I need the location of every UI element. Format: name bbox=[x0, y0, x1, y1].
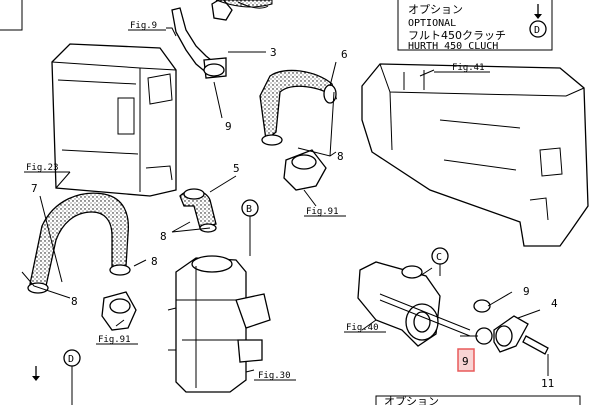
part-8-upper-label: 8 bbox=[337, 150, 344, 163]
hose-7 bbox=[27, 192, 137, 331]
engine-block bbox=[51, 43, 177, 197]
fig30-ref: Fig.30 bbox=[258, 371, 291, 381]
clutch-jp-label: フルト450クラッチ bbox=[408, 29, 506, 42]
fig9-ref: Fig.9 bbox=[130, 21, 157, 31]
circle-labels: B C D D bbox=[63, 20, 547, 405]
option-box: オプション OPTIONAL フルト450クラッチ HURTH 450 CLUC… bbox=[397, 0, 553, 52]
part-6-label: 6 bbox=[341, 48, 348, 61]
fig40-ref: Fig.40 bbox=[346, 323, 379, 333]
fig91-top-ref: Fig.91 bbox=[306, 207, 339, 217]
option-en-label: OPTIONAL bbox=[408, 18, 456, 29]
part-5-label: 5 bbox=[233, 162, 240, 175]
figure-references: Fig.9 Fig.41 Fig.23 Fig.91 Fig.91 Fig.40… bbox=[24, 21, 490, 381]
clutch-en-label: HURTH 450 CLUCH bbox=[408, 41, 498, 52]
part-3-label: 3 bbox=[270, 46, 277, 59]
fig23-ref: Fig.23 bbox=[26, 163, 59, 173]
part-8-left-label: 8 bbox=[71, 295, 78, 308]
hose-6 bbox=[259, 69, 338, 191]
fig91-bottom-ref: Fig.91 bbox=[98, 335, 131, 345]
option-box-bottom: オプション bbox=[375, 395, 581, 405]
option-bottom-label: オプション bbox=[384, 395, 439, 405]
part-9-highlight-label: 9 bbox=[462, 355, 469, 368]
part-8-mid-label: 8 bbox=[160, 230, 167, 243]
option-jp-label: オプション bbox=[408, 3, 463, 16]
leader-lines bbox=[21, 27, 549, 376]
fig41-ref: Fig.41 bbox=[452, 63, 485, 73]
part-numbers: 3 6 9 8 5 8 7 8 8 9 4 9 11 bbox=[31, 46, 558, 390]
part-7-label: 7 bbox=[31, 182, 38, 195]
circle-b-label: B bbox=[246, 204, 252, 215]
hose-5 bbox=[179, 188, 217, 233]
top-hose bbox=[171, 0, 273, 79]
frame-corner bbox=[0, 0, 23, 31]
heat-exchanger bbox=[167, 255, 271, 393]
part-11-label: 11 bbox=[541, 377, 554, 390]
circle-d-bottom-label: D bbox=[68, 354, 74, 365]
highlight-box bbox=[457, 348, 475, 372]
part-9-right-label: 9 bbox=[523, 285, 530, 298]
part-4-label: 4 bbox=[551, 297, 558, 310]
part-9-top-label: 9 bbox=[225, 120, 232, 133]
exhaust-elbow bbox=[357, 261, 549, 355]
gearbox-housing bbox=[361, 63, 589, 247]
circle-d-top-label: D bbox=[534, 25, 540, 36]
circle-c-label: C bbox=[436, 252, 442, 263]
part-8-right-label: 8 bbox=[151, 255, 158, 268]
arrows bbox=[32, 4, 542, 381]
